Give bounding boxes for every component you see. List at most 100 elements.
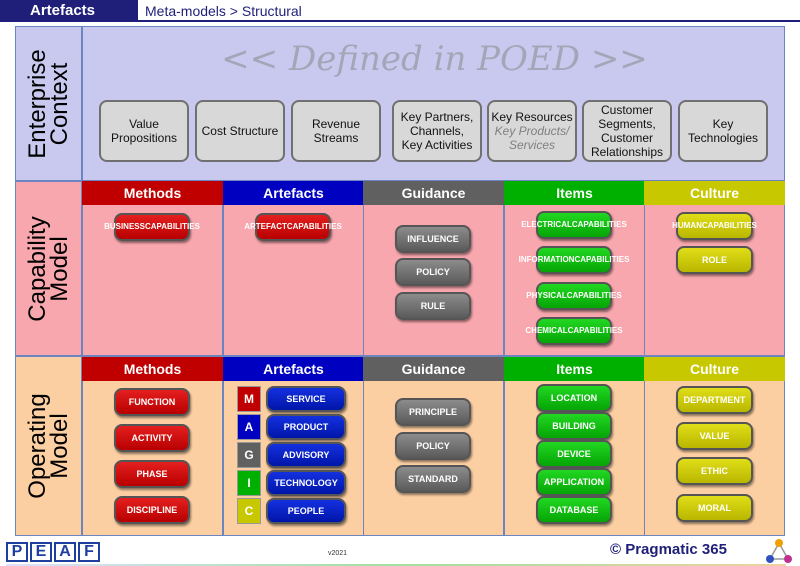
page-tab-title: Artefacts: [0, 0, 138, 22]
row-label-line: Model: [45, 235, 73, 302]
text-line: Customer: [600, 103, 653, 117]
text-line: CAPABILITIES: [567, 326, 623, 335]
capability-column-artefacts: [223, 181, 364, 356]
text-line: Key Partners,: [400, 110, 474, 124]
operating-item: LOCATION: [536, 384, 612, 412]
peaf-logo-letter: E: [30, 542, 52, 562]
operating-item: ADVISORY: [266, 442, 346, 468]
operating-item: MORAL: [676, 494, 753, 522]
text-line: HUMAN: [672, 221, 702, 230]
operating-item: POLICY: [395, 432, 471, 460]
enterprise-box-text: Cost Structure: [202, 124, 279, 138]
text-line: ELECTRICAL: [521, 220, 572, 229]
operating-item: FUNCTION: [114, 388, 190, 416]
capability-item: ROLE: [676, 246, 753, 274]
text-line: Services: [508, 138, 555, 152]
text-line: Value: [129, 117, 159, 131]
artefact-letter-tile: C: [237, 498, 261, 524]
capability-header-items: Items: [504, 181, 645, 205]
text-line: Cost Structure: [201, 124, 279, 138]
breadcrumb: Meta-models > Structural: [145, 3, 302, 19]
text-line: CAPABILITIES: [566, 291, 622, 300]
operating-item: DATABASE: [536, 496, 612, 524]
capability-item: RULE: [395, 292, 471, 320]
text-line: Propositions: [110, 131, 178, 145]
text-line: CAPABILITIES: [574, 255, 630, 264]
artefact-letter-tile: I: [237, 470, 261, 496]
row-label-line: Context: [45, 62, 73, 145]
operating-header-culture: Culture: [644, 357, 785, 381]
version-label: v2021: [328, 550, 348, 557]
text-line: Key Activities: [401, 138, 473, 152]
network-logo-icon: [766, 539, 792, 563]
operating-item: TECHNOLOGY: [266, 470, 346, 496]
operating-item: PHASE: [114, 460, 190, 488]
operating-header-items: Items: [504, 357, 645, 381]
peaf-logo-letter: A: [54, 542, 76, 562]
operating-item: PRINCIPLE: [395, 398, 471, 426]
operating-item: SERVICE: [266, 386, 346, 412]
text-line: ROLE: [701, 255, 727, 265]
text-line: ARTEFACT: [244, 222, 287, 231]
operating-item: VALUE: [676, 422, 753, 450]
enterprise-box-text: Key Partners,Channels,Key Activities: [401, 110, 474, 152]
text-line: CAPABILITIES: [286, 222, 342, 231]
text-line: Relationships: [590, 145, 664, 159]
text-line: Key: [712, 117, 734, 131]
operating-header-guidance: Guidance: [363, 357, 504, 381]
operating-item: PRODUCT: [266, 414, 346, 440]
footer-rule: [6, 564, 786, 566]
operating-item: STANDARD: [395, 465, 471, 493]
operating-item: BUILDING: [536, 412, 612, 440]
text-line: CAPABILITIES: [144, 222, 200, 231]
row-label-line: Model: [45, 413, 73, 479]
text-line: INFORMATION: [518, 255, 575, 264]
text-line: Segments,: [598, 117, 656, 131]
operating-item: DEVICE: [536, 440, 612, 468]
operating-header-methods: Methods: [82, 357, 223, 381]
capability-item: POLICY: [395, 258, 471, 286]
text-line: CAPABILITIES: [701, 221, 757, 230]
text-line: Key Products/: [494, 124, 570, 138]
operating-item: ETHIC: [676, 457, 753, 485]
text-line: Streams: [313, 131, 359, 145]
peaf-logo-letter: P: [6, 542, 28, 562]
text-line: Key Resources: [491, 110, 573, 124]
enterprise-box: Cost Structure: [195, 100, 285, 162]
operating-item: ACTIVITY: [114, 424, 190, 452]
text-line: BUSINESS: [104, 222, 145, 231]
enterprise-box: Key Partners,Channels,Key Activities: [392, 100, 482, 162]
operating-item: APPLICATION: [536, 468, 612, 496]
artefact-letter-tile: G: [237, 442, 261, 468]
capability-header-culture: Culture: [644, 181, 785, 205]
operating-header-artefacts: Artefacts: [223, 357, 364, 381]
peaf-logo-letter: F: [78, 542, 100, 562]
artefact-letter-tile: M: [237, 386, 261, 412]
operating-item: DEPARTMENT: [676, 386, 753, 414]
artefact-letter-tile: A: [237, 414, 261, 440]
text-line: CHEMICAL: [525, 326, 568, 335]
operating-item: PEOPLE: [266, 498, 346, 524]
capability-item: INFLUENCE: [395, 225, 471, 253]
capability-header-artefacts: Artefacts: [223, 181, 364, 205]
operating-item: DISCIPLINE: [114, 496, 190, 524]
